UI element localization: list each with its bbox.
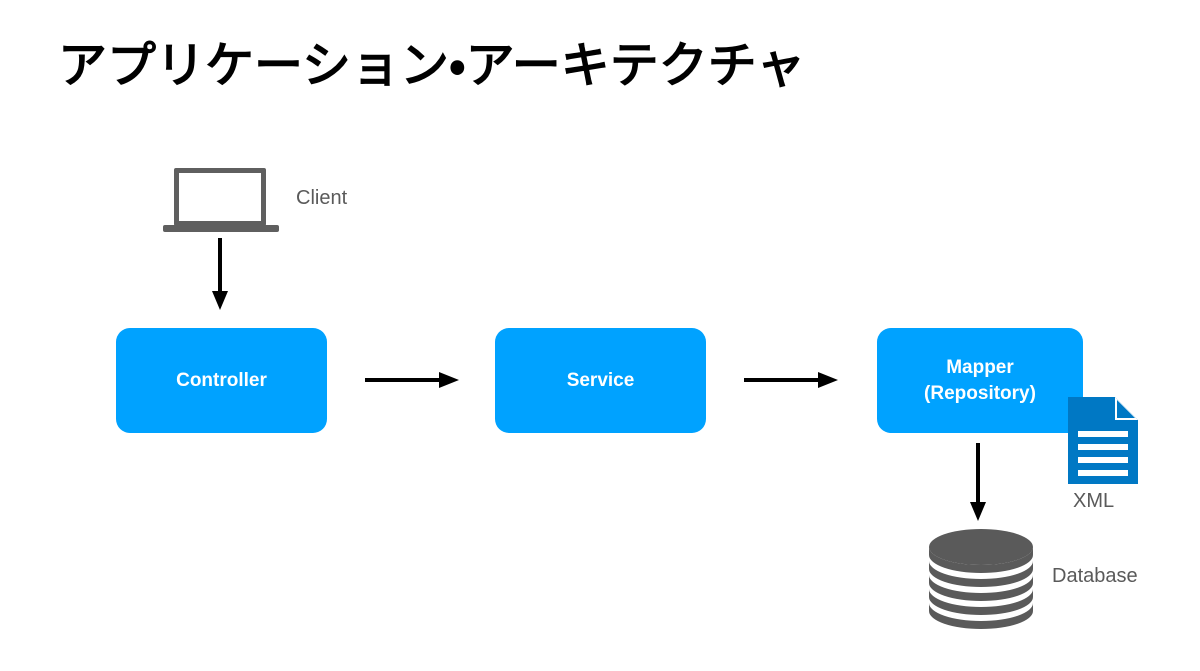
node-mapper-repository[interactable]: Mapper (Repository): [877, 328, 1083, 433]
mapper-label-line2: (Repository): [924, 382, 1036, 404]
service-label: Service: [566, 369, 635, 391]
client-label: Client: [296, 187, 348, 209]
database-label: Database: [1052, 565, 1138, 587]
node-controller[interactable]: Controller: [116, 328, 327, 433]
database-cylinder-icon: [929, 529, 1033, 629]
arrow-client-to-controller: [209, 238, 231, 312]
arrow-service-to-mapper: [744, 369, 840, 391]
laptop-icon: [163, 168, 279, 236]
arrow-controller-to-service: [365, 369, 461, 391]
laptop-screen-icon: [174, 168, 266, 226]
page-title: アプリケーション・アーキテクチャ: [58, 39, 806, 93]
arrow-mapper-to-database: [967, 443, 989, 523]
controller-label: Controller: [176, 369, 267, 391]
mapper-label-line1: Mapper: [946, 356, 1014, 378]
node-service[interactable]: Service: [495, 328, 706, 433]
laptop-base-icon: [163, 225, 279, 232]
xml-file-icon: [1068, 397, 1138, 484]
xml-label: XML: [1073, 490, 1115, 512]
